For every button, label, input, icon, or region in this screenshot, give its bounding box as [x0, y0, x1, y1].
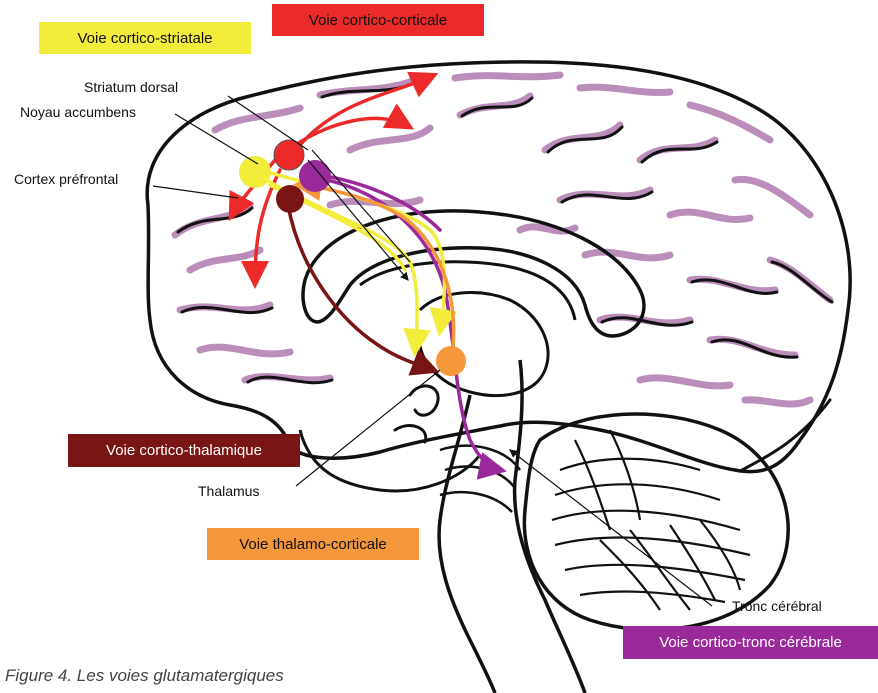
cortex-prefrontal-node: [239, 156, 271, 188]
cerebellum-folia: [552, 430, 750, 610]
brainstem-outline: [439, 395, 495, 693]
fornix: [360, 262, 575, 320]
figure-caption: Figure 4. Les voies glutamatergiques: [5, 666, 284, 686]
tag-cortico-corticale: Voie cortico-corticale: [272, 4, 484, 36]
label-thalamus: Thalamus: [198, 484, 259, 498]
sulci: [178, 84, 832, 470]
label-cortex-prefrontal: Cortex préfrontal: [14, 172, 118, 186]
tag-cortico-striatale: Voie cortico-striatale: [39, 22, 251, 54]
tag-thalamo-corticale: Voie thalamo-corticale: [207, 528, 419, 560]
label-tronc-cerebral: Tronc cérébral: [732, 599, 822, 613]
gyri: [175, 75, 830, 404]
tag-cortico-tronc-cerebrale: Voie cortico-tronc cérébrale: [623, 626, 878, 659]
diencephalon: [419, 293, 548, 396]
label-striatum-dorsal: Striatum dorsal: [84, 80, 178, 94]
thalamus-node: [436, 346, 466, 376]
cortico-thalamic-node: [276, 185, 304, 213]
tag-cortico-thalamique: Voie cortico-thalamique: [68, 434, 300, 467]
label-noyau-accumbens: Noyau accumbens: [20, 105, 136, 119]
corpus-callosum: [303, 211, 644, 336]
noyau-accumbens-node: [299, 160, 331, 192]
hippocampus: [395, 386, 438, 442]
